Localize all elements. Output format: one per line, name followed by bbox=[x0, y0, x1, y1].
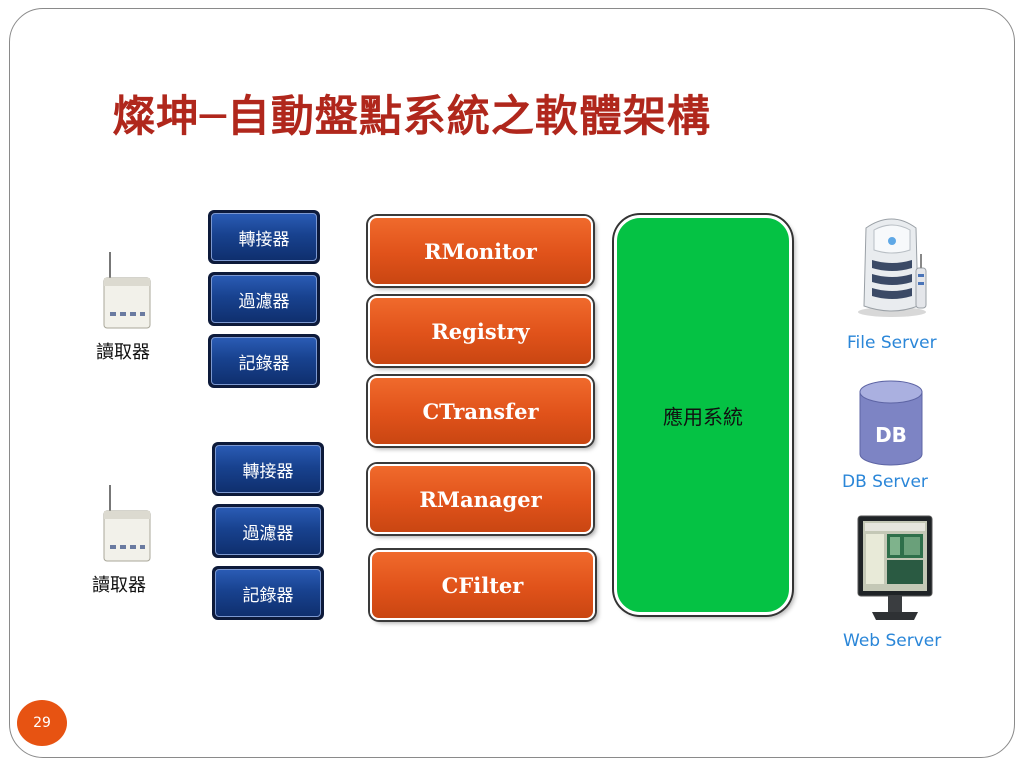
page-title: 燦坤─自動盤點系統之軟體架構 bbox=[112, 92, 711, 142]
component-registry: Registry bbox=[368, 296, 593, 366]
file-server-icon bbox=[858, 218, 927, 317]
reader-label: 讀取器 bbox=[92, 575, 146, 596]
db-server-label: DB Server bbox=[842, 472, 928, 492]
application-box: 應用系統 bbox=[614, 215, 792, 615]
web-server-label: Web Server bbox=[843, 631, 942, 651]
database-icon: DB bbox=[859, 380, 923, 466]
reader-label: 讀取器 bbox=[96, 342, 150, 363]
component-rmonitor: RMonitor bbox=[368, 216, 593, 286]
component-rmanager: RManager bbox=[368, 464, 593, 534]
component-cfilter: CFilter bbox=[370, 550, 595, 620]
adapter-module: 轉接器 bbox=[212, 442, 324, 496]
logger-module: 記錄器 bbox=[208, 334, 320, 388]
adapter-module: 轉接器 bbox=[208, 210, 320, 264]
filter-module: 過濾器 bbox=[208, 272, 320, 326]
rfid-reader-icon bbox=[103, 252, 151, 329]
file-server-label: File Server bbox=[847, 333, 937, 353]
component-ctransfer: CTransfer bbox=[368, 376, 593, 446]
rfid-reader-icon bbox=[103, 485, 151, 562]
filter-module: 過濾器 bbox=[212, 504, 324, 558]
monitor-icon bbox=[857, 515, 933, 620]
page-number-badge: 29 bbox=[17, 700, 67, 746]
db-badge: DB bbox=[875, 423, 907, 447]
logger-module: 記錄器 bbox=[212, 566, 324, 620]
